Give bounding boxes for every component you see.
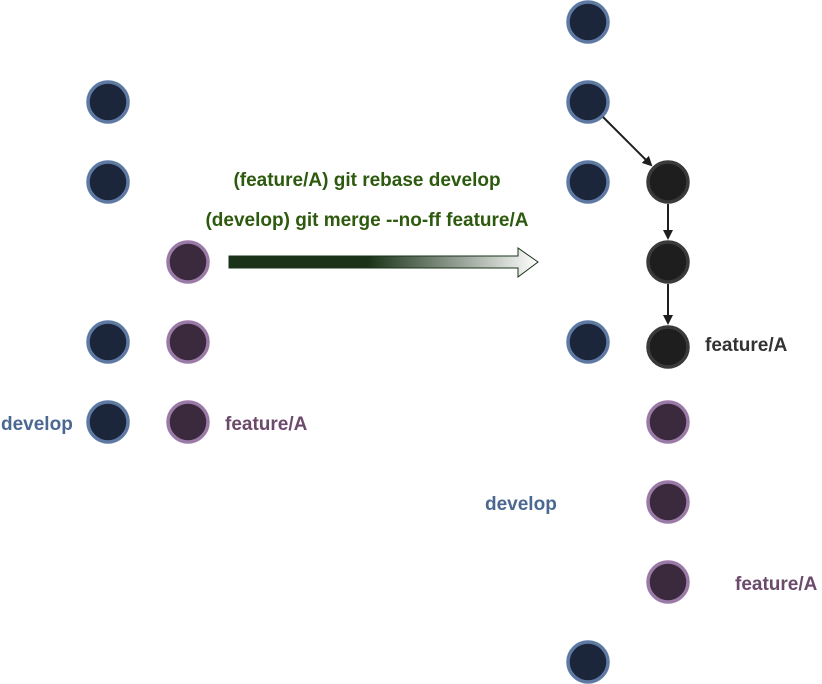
before-develop-branch (86, 80, 130, 444)
after-rebased-feature-label: feature/A (705, 335, 788, 356)
after-develop-label: develop (485, 494, 557, 515)
before-develop-commit-3 (86, 320, 130, 364)
edge-develop-to-rebased-1 (602, 116, 653, 167)
before-develop-commit-4 (86, 400, 130, 444)
rebase-command: (feature/A) git rebase develop (233, 170, 500, 191)
before-feature-branch (166, 240, 210, 444)
after-develop-commit-5 (566, 640, 610, 684)
after-rebased-feature-branch (646, 160, 690, 369)
after-feature-label: feature/A (735, 574, 818, 595)
after-feature-commit-1 (646, 400, 690, 444)
before-develop-label: develop (1, 414, 73, 435)
before-develop-commit-2 (86, 160, 130, 204)
after-develop-commit-3 (566, 160, 610, 204)
after-feature-commit-3 (646, 560, 690, 604)
transition-arrow (228, 247, 539, 278)
rebased-commit-1 (646, 160, 690, 204)
after-develop-branch (566, 0, 610, 684)
after-feature-commit-2 (646, 480, 690, 524)
before-develop-commit-1 (86, 80, 130, 124)
before-feature-label: feature/A (225, 414, 308, 435)
after-develop-commit-4 (566, 320, 610, 364)
merge-command: (develop) git merge --no-ff feature/A (205, 210, 528, 231)
before-feature-commit-3 (166, 400, 210, 444)
after-develop-commit-1 (566, 0, 610, 44)
rebased-commit-3 (646, 325, 690, 369)
rebased-commit-2 (646, 240, 690, 284)
after-feature-branch (646, 400, 690, 604)
after-develop-commit-2 (566, 80, 610, 124)
before-feature-commit-2 (166, 320, 210, 364)
before-feature-commit-1 (166, 240, 210, 284)
